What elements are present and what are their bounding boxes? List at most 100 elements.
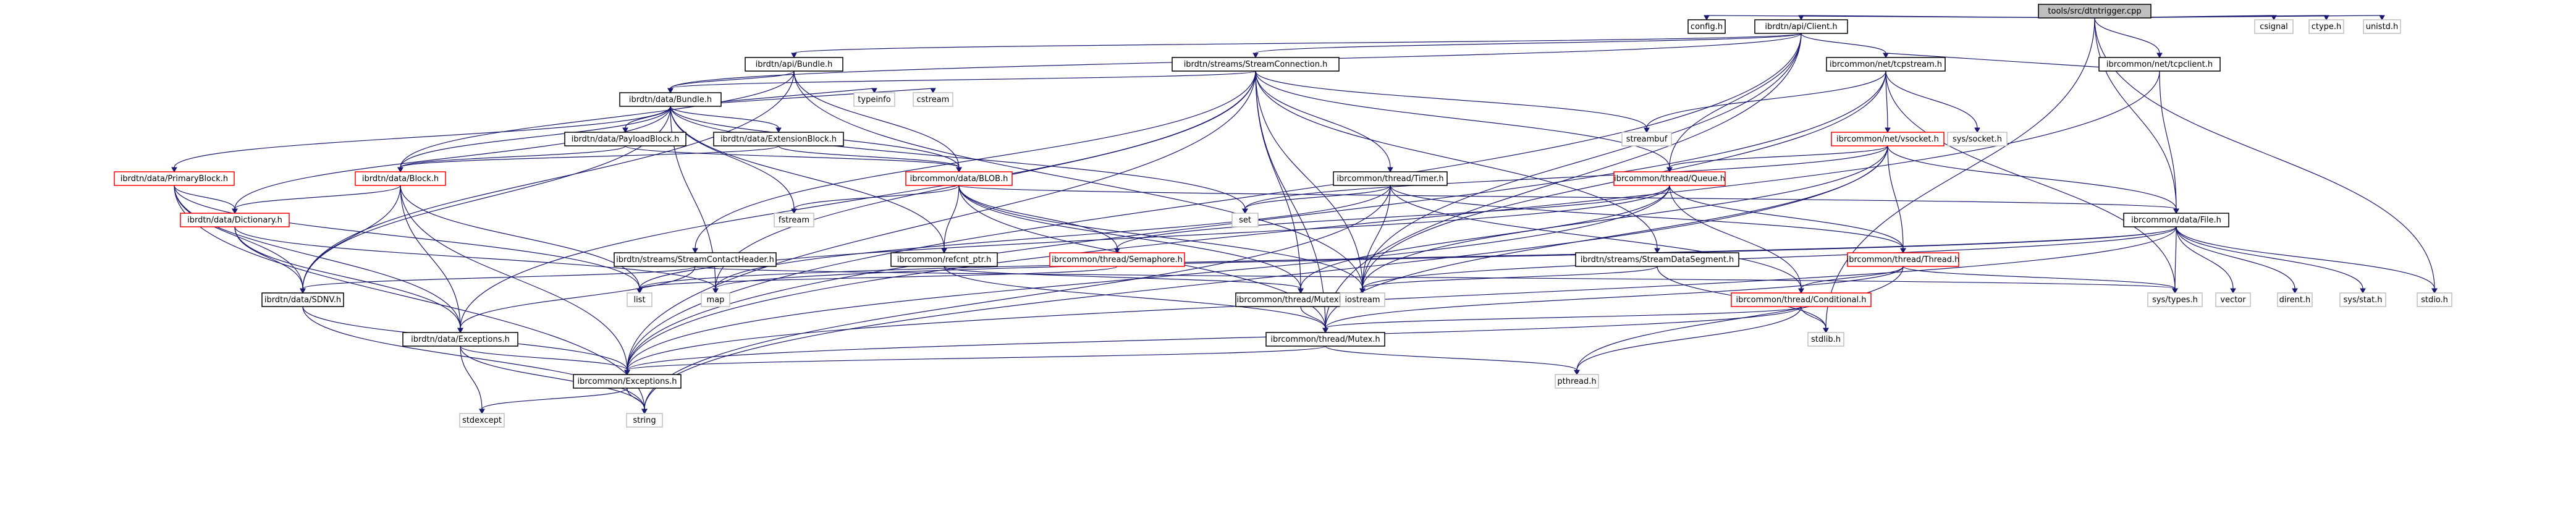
edge-vsocket-to-queue <box>1666 145 1888 173</box>
node-box <box>1340 292 1385 307</box>
node-ibrcommon-thread-queue-h[interactable]: ibrcommon/thread/Queue.h <box>1613 171 1726 186</box>
arrowhead-icon <box>397 167 403 173</box>
node-sys-stat-h[interactable]: sys/stat.h <box>2339 292 2386 307</box>
edge-line <box>1362 266 1658 289</box>
node-ibrcommon-refcnt-ptr-h[interactable]: ibrcommon/refcnt_ptr.h <box>890 252 998 267</box>
node-box <box>1754 19 1848 34</box>
edge-blob-to-fstream <box>791 185 960 214</box>
node-box <box>2215 292 2251 307</box>
arrowhead-icon <box>956 167 962 173</box>
node-ibrdtn-data-block-h[interactable]: ibrdtn/data/Block.h <box>355 171 446 186</box>
edge-client-to-apibundle <box>791 33 1802 59</box>
node-sys-socket-h[interactable]: sys/socket.h <box>1947 132 2008 146</box>
node-box <box>890 252 998 267</box>
node-iostream[interactable]: iostream <box>1340 292 1385 307</box>
arrowhead-icon <box>1359 288 1366 294</box>
node-pthread-h[interactable]: pthread.h <box>1555 374 1599 389</box>
edge-line <box>1825 17 2095 329</box>
edge-streamconn-to-datasegment <box>1255 70 1660 254</box>
node-ibrdtn-api-client-h[interactable]: ibrdtn/api/Client.h <box>1754 19 1848 34</box>
edge-line <box>1325 306 1802 329</box>
node-sys-types-h[interactable]: sys/types.h <box>2147 292 2203 307</box>
arrowhead-icon <box>712 288 719 294</box>
node-label: ibrcommon/refcnt_ptr.h <box>897 255 991 265</box>
node-ibrdtn-data-payloadblock-h[interactable]: ibrdtn/data/PayloadBlock.h <box>564 132 686 146</box>
node-stdlib-h[interactable]: stdlib.h <box>1807 332 1844 347</box>
node-label: ibrcommon/thread/Conditional.h <box>1736 295 1867 305</box>
node-label: ibrcommon/thread/Queue.h <box>1614 174 1725 184</box>
node-csignal[interactable]: csignal <box>2254 19 2294 34</box>
edge-line <box>644 145 1888 410</box>
edge-file-to-dirent <box>2176 226 2298 294</box>
node-ibrdtn-data-extensionblock-h[interactable]: ibrdtn/data/ExtensionBlock.h <box>713 132 844 146</box>
node-label: vector <box>2220 295 2246 305</box>
node-ibrdtn-data-dictionary-h[interactable]: ibrdtn/data/Dictionary.h <box>180 213 290 227</box>
edge-ibrexceptions-to-string <box>627 388 648 415</box>
node-ibrdtn-streams-streamcontactheader-h[interactable]: ibrdtn/streams/StreamContactHeader.h <box>614 252 777 267</box>
node-ibrcommon-net-tcpstream-h[interactable]: ibrcommon/net/tcpstream.h <box>1826 57 1946 72</box>
edge-line <box>400 70 795 168</box>
edge-line <box>400 185 640 289</box>
node-cstream[interactable]: cstream <box>913 92 953 107</box>
node-list[interactable]: list <box>627 292 652 307</box>
node-ibrcommon-thread-timer-h[interactable]: ibrcommon/thread/Timer.h <box>1333 171 1448 186</box>
node-ibrdtn-streams-streamconnection-h[interactable]: ibrdtn/streams/StreamConnection.h <box>1172 57 1340 72</box>
node-ibrdtn-data-exceptions-h[interactable]: ibrdtn/data/Exceptions.h <box>402 332 518 347</box>
node-label: ctype.h <box>2312 22 2342 32</box>
node-streambuf[interactable]: streambuf <box>1621 132 1672 146</box>
node-ibrdtn-api-bundle-h[interactable]: ibrdtn/api/Bundle.h <box>745 57 843 72</box>
node-fstream[interactable]: fstream <box>774 213 814 227</box>
edge-streamconn-to-queue <box>1255 70 1673 173</box>
edge-line <box>234 226 461 329</box>
node-label: sys/types.h <box>2152 295 2198 305</box>
node-vector[interactable]: vector <box>2215 292 2251 307</box>
edge-line <box>1801 306 1826 329</box>
edge-databundle-to-primaryblock <box>171 106 671 173</box>
node-tools-src-dtntrigger-cpp[interactable]: tools/src/dtntrigger.cpp <box>2038 4 2152 19</box>
node-ibrdtn-data-sdnv-h[interactable]: ibrdtn/data/SDNV.h <box>261 292 344 307</box>
node-ibrcommon-data-file-h[interactable]: ibrcommon/data/File.h <box>2123 213 2229 227</box>
node-typeinfo[interactable]: typeinfo <box>853 92 895 107</box>
node-box <box>1807 332 1844 347</box>
edge-line <box>958 185 1118 249</box>
node-box <box>1731 292 1872 307</box>
node-box <box>2147 292 2203 307</box>
node-map[interactable]: map <box>701 292 730 307</box>
node-ibrdtn-data-bundle-h[interactable]: ibrdtn/data/Bundle.h <box>619 92 722 107</box>
node-label: streambuf <box>1626 135 1668 144</box>
node-box <box>2277 292 2313 307</box>
node-ibrcommon-net-vsocket-h[interactable]: ibrcommon/net/vsocket.h <box>1831 132 1945 146</box>
node-ibrcommon-net-tcpclient-h[interactable]: ibrcommon/net/tcpclient.h <box>2098 57 2221 72</box>
node-ibrcommon-thread-mutexlock-h[interactable]: ibrcommon/thread/MutexLock.h <box>1235 292 1366 307</box>
node-box <box>2339 292 2386 307</box>
node-ibrdtn-data-primaryblock-h[interactable]: ibrdtn/data/PrimaryBlock.h <box>114 171 235 186</box>
node-box <box>1049 252 1185 267</box>
edge-apibundle-to-blob <box>793 70 962 173</box>
node-set[interactable]: set <box>1231 213 1259 227</box>
edge-dictionary-to-map <box>234 226 719 294</box>
node-stdexcept[interactable]: stdexcept <box>459 413 505 428</box>
node-ibrcommon-thread-semaphore-h[interactable]: ibrcommon/thread/Semaphore.h <box>1049 252 1185 267</box>
edge-line <box>2094 17 2177 210</box>
node-ibrcommon-thread-conditional-h[interactable]: ibrcommon/thread/Conditional.h <box>1731 292 1872 307</box>
node-stdio-h[interactable]: stdio.h <box>2417 292 2452 307</box>
node-ibrcommon-data-blob-h[interactable]: ibrcommon/data/BLOB.h <box>905 171 1013 186</box>
edge-semaphore-to-list <box>636 266 1118 294</box>
node-box <box>1333 171 1448 186</box>
edge-line <box>234 226 716 289</box>
node-string[interactable]: string <box>626 413 663 428</box>
node-ibrcommon-thread-thread-h[interactable]: ibrcommon/thread/Thread.h <box>1847 252 1960 267</box>
node-ibrcommon-exceptions-h[interactable]: ibrcommon/Exceptions.h <box>573 374 682 389</box>
edge-file-to-sysstat <box>2176 226 2366 294</box>
node-label: ibrcommon/data/BLOB.h <box>910 174 1008 184</box>
node-ibrdtn-streams-streamdatasegment-h[interactable]: ibrdtn/streams/StreamDataSegment.h <box>1575 252 1739 267</box>
node-config-h[interactable]: config.h <box>1687 19 1726 34</box>
node-unistd-h[interactable]: unistd.h <box>2363 19 2401 34</box>
edge-mutex-to-pthread <box>1325 345 1580 376</box>
node-label: ibrcommon/net/vsocket.h <box>1836 135 1939 144</box>
edge-line <box>1244 185 1391 210</box>
edge-line <box>302 306 645 410</box>
node-ctype-h[interactable]: ctype.h <box>2308 19 2344 34</box>
node-dirent-h[interactable]: dirent.h <box>2277 292 2313 307</box>
node-ibrcommon-thread-mutex-h[interactable]: ibrcommon/thread/Mutex.h <box>1265 332 1385 347</box>
